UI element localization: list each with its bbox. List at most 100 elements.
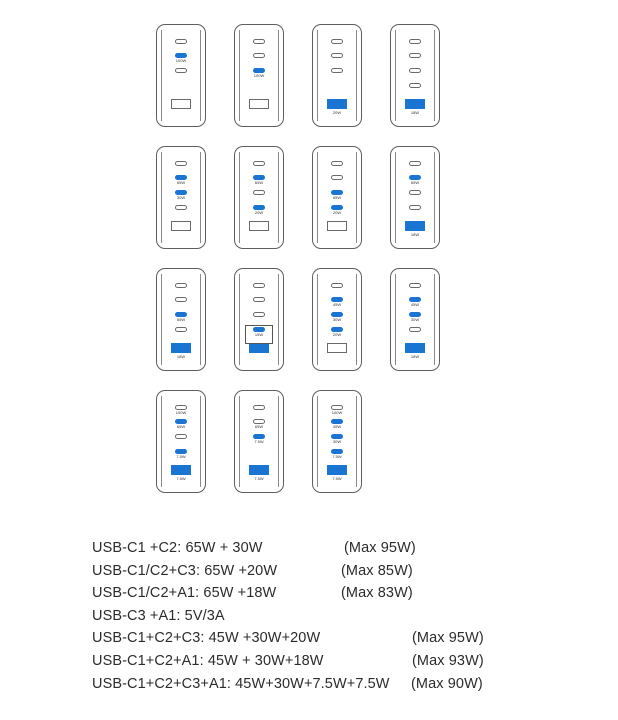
charger-diagram: 100W [156, 24, 206, 127]
note-max: (Max 95W) [344, 540, 416, 556]
usb-a-port [327, 343, 347, 353]
port-power-label: 45W [332, 301, 342, 307]
usb-c-port [331, 283, 343, 288]
charger-edge [434, 274, 435, 365]
charger-edge [239, 396, 240, 487]
note-label: USB-C1 +C2: 65W + 30W [92, 540, 263, 556]
port-power-label: 100W [175, 409, 187, 415]
port-power-label: 100W [331, 409, 343, 415]
usb-c-port [253, 39, 265, 44]
charger-edge [434, 30, 435, 121]
usb-a-port [171, 343, 191, 353]
usb-a-port [171, 221, 191, 231]
charger-diagram: 18W [390, 24, 440, 127]
usb-c-port [409, 53, 421, 58]
usb-c-port [175, 190, 187, 195]
charger-edge [395, 30, 396, 121]
usb-a-port [249, 221, 269, 231]
usb-a-port [405, 221, 425, 231]
port-power-label: 18W [410, 353, 420, 359]
usb-c-port [253, 312, 265, 317]
charger-edge [161, 396, 162, 487]
port-power-label: 65W [176, 179, 186, 185]
usb-c-port [409, 68, 421, 73]
note-row: USB-C1/C2+A1: 65W +18W (Max 83W) [92, 585, 572, 608]
note-label: USB-C1+C2+C3+A1: 45W+30W+7.5W+7.5W [92, 675, 390, 692]
charger-edge [200, 396, 201, 487]
port-power-label: 20W [332, 109, 342, 115]
charger-edge [200, 152, 201, 243]
port-power-label: 7.5W [332, 475, 342, 481]
charger-edge [317, 274, 318, 365]
usb-c-port [253, 419, 265, 424]
usb-c-port [253, 175, 265, 180]
usb-c-port [175, 434, 187, 439]
port-power-label: 7.5W [332, 453, 342, 459]
charger-edge [356, 274, 357, 365]
note-max: (Max 90W) [411, 675, 483, 692]
port-power-label: 20W [254, 209, 264, 215]
usb-c-port [175, 419, 187, 424]
port-power-label: 18W [176, 353, 186, 359]
usb-c-port [253, 405, 265, 410]
charger-edge [317, 30, 318, 121]
usb-c-port [253, 53, 265, 58]
usb-c-port [253, 68, 265, 73]
note-max: (Max 95W) [412, 630, 484, 647]
port-power-label: 100W [253, 72, 265, 78]
port-power-label: 7.5W [254, 438, 264, 444]
usb-c-port [409, 327, 421, 332]
usb-c-port [331, 161, 343, 166]
charger-edge [239, 30, 240, 121]
power-distribution-notes: USB-C1 +C2: 65W + 30W (Max 95W) USB-C1/C… [92, 540, 572, 698]
port-power-label: 18W [410, 231, 420, 237]
usb-c-port [175, 205, 187, 210]
port-power-label: 65W [176, 316, 186, 322]
port-power-label: 65W [176, 423, 186, 429]
port-power-label: 18W [410, 109, 420, 115]
charger-edge [239, 274, 240, 365]
usb-c-port [331, 405, 343, 410]
usb-c-port [331, 419, 343, 424]
port-power-label: 45W [410, 301, 420, 307]
usb-c-port [331, 190, 343, 195]
usb-a-port [249, 465, 269, 475]
usb-a-port [405, 343, 425, 353]
port-power-label: 20W [332, 209, 342, 215]
port-power-label: 15W [254, 331, 264, 337]
usb-c-port [253, 161, 265, 166]
note-label: USB-C1+C2+A1: 45W + 30W+18W [92, 652, 324, 669]
usb-c-port [175, 161, 187, 166]
port-power-label: 30W [332, 438, 342, 444]
charger-diagram: 20W [312, 24, 362, 127]
usb-c-port [331, 449, 343, 454]
charger-edge [161, 30, 162, 121]
port-power-label: 65W [254, 179, 264, 185]
port-power-label: 100W [175, 57, 187, 63]
usb-c-port [409, 175, 421, 180]
port-power-label: 30W [332, 316, 342, 322]
usb-c-port [331, 297, 343, 302]
usb-c-port [331, 68, 343, 73]
usb-a-port [405, 99, 425, 109]
usb-c-port [175, 405, 187, 410]
usb-c-port [409, 39, 421, 44]
charger-edge [200, 30, 201, 121]
note-max: (Max 83W) [341, 585, 413, 602]
port-power-label: 65W [332, 194, 342, 200]
usb-c-port [175, 283, 187, 288]
usb-a-port [327, 465, 347, 475]
charger-edge [278, 274, 279, 365]
usb-c-port [175, 327, 187, 332]
note-max: (Max 93W) [412, 652, 484, 669]
charger-diagram: 45W 30W 20W [312, 268, 362, 371]
charger-edge [356, 396, 357, 487]
usb-c-port [175, 175, 187, 180]
port-power-label: 20W [332, 331, 342, 337]
